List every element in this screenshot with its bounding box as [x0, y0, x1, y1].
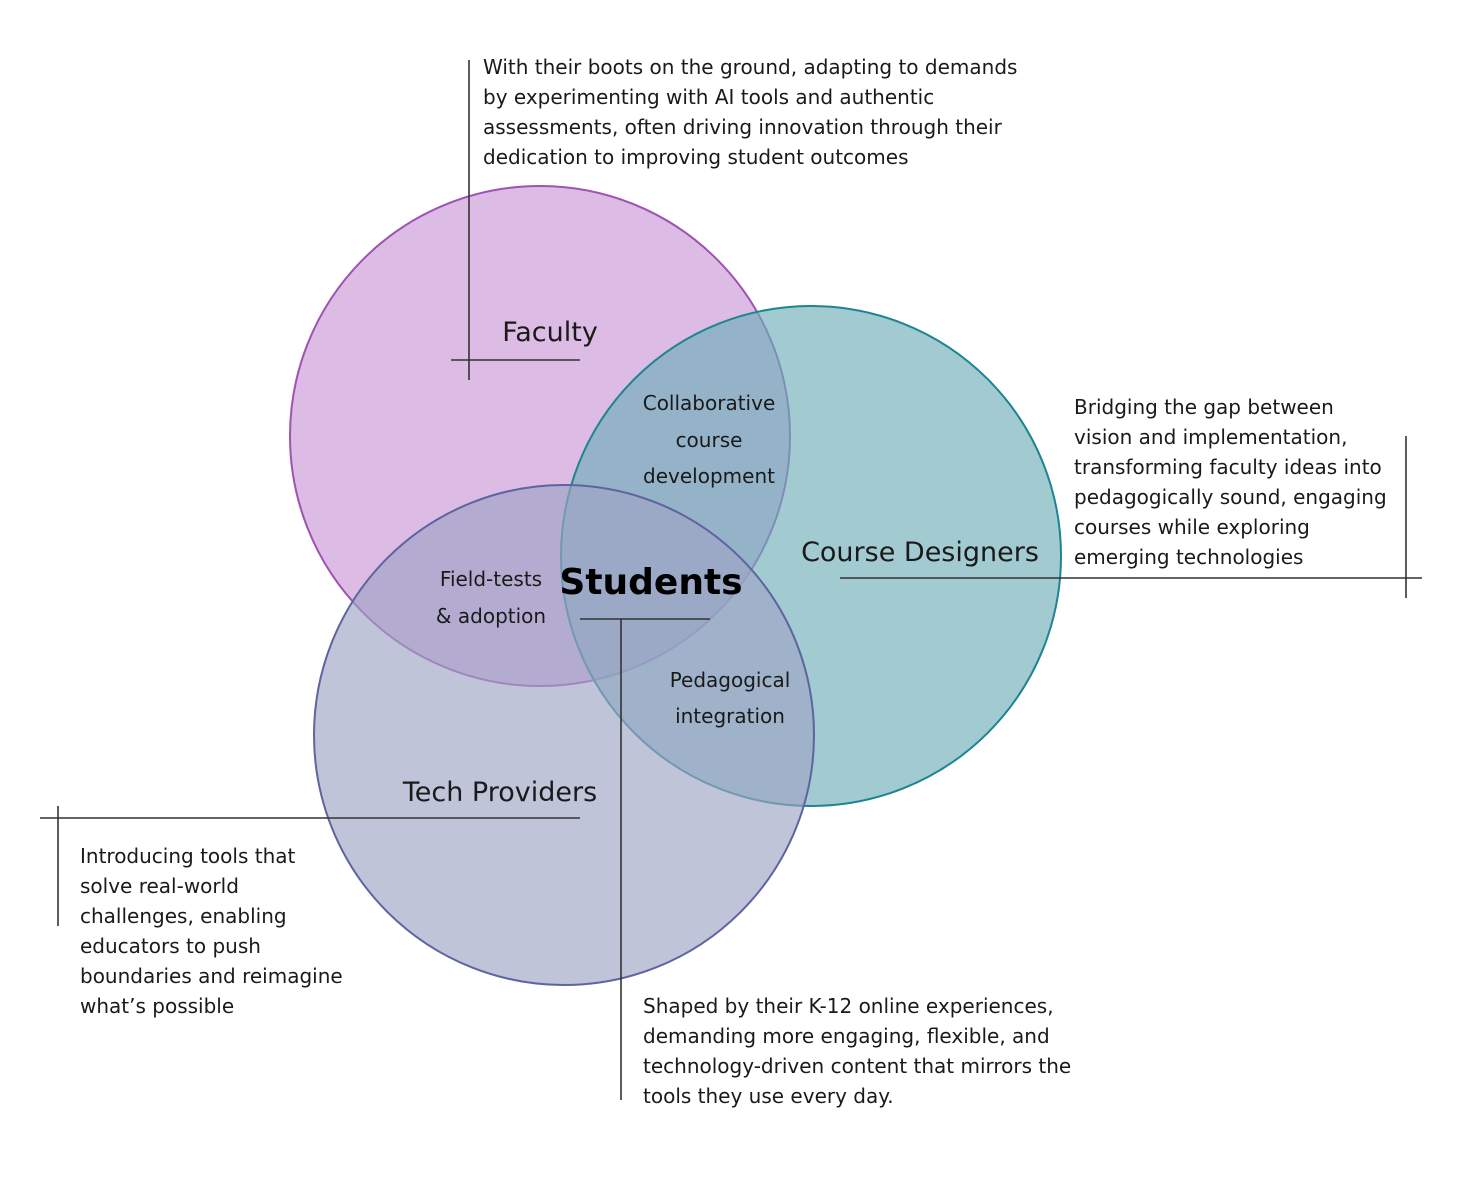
- tech-providers-description: Introducing tools that solve real-world …: [80, 841, 343, 1021]
- overlap-faculty-tech: Field-tests & adoption: [436, 567, 546, 628]
- faculty-description: With their boots on the ground, adapting…: [483, 52, 1017, 172]
- description-line: vision and implementation,: [1074, 425, 1348, 449]
- faculty-label: Faculty: [502, 317, 598, 348]
- description-line: With their boots on the ground, adapting…: [483, 55, 1018, 79]
- description-line: Shaped by their K-12 online experiences,: [643, 994, 1054, 1018]
- description-line: pedagogically sound, engaging: [1074, 485, 1387, 509]
- description-line: courses while exploring: [1074, 515, 1310, 539]
- description-line: what’s possible: [80, 994, 235, 1018]
- description-line: tools they use every day.: [643, 1084, 894, 1108]
- overlap-label-line: integration: [675, 704, 785, 728]
- tech-providers-circle: [313, 484, 815, 986]
- description-line: assessments, often driving innovation th…: [483, 115, 1002, 139]
- description-line: technology-driven content that mirrors t…: [643, 1054, 1072, 1078]
- description-line: emerging technologies: [1074, 545, 1304, 569]
- tech-providers-label: Tech Providers: [402, 777, 597, 808]
- overlap-label-line: course: [676, 428, 743, 452]
- description-line: demanding more engaging, flexible, and: [643, 1024, 1050, 1048]
- description-line: Bridging the gap between: [1074, 395, 1334, 419]
- course-designers-description: Bridging the gap between vision and impl…: [1074, 392, 1387, 572]
- description-line: educators to push: [80, 934, 261, 958]
- description-line: Introducing tools that: [80, 844, 296, 868]
- students-label: Students: [559, 562, 742, 603]
- overlap-label-line: Collaborative: [643, 391, 776, 415]
- description-line: transforming faculty ideas into: [1074, 455, 1382, 479]
- students-description: Shaped by their K-12 online experiences,…: [643, 991, 1071, 1111]
- overlap-label-line: & adoption: [436, 604, 546, 628]
- description-line: dedication to improving student outcomes: [483, 145, 909, 169]
- overlap-label-line: Field-tests: [440, 567, 542, 591]
- course-designers-label: Course Designers: [801, 537, 1039, 568]
- overlap-faculty-designers: Collaborative course development: [643, 391, 776, 488]
- overlap-label-line: development: [643, 464, 775, 488]
- overlap-label-line: Pedagogical: [670, 668, 791, 692]
- description-line: by experimenting with AI tools and authe…: [483, 85, 935, 109]
- leader-lines: [40, 60, 1422, 1100]
- description-line: challenges, enabling: [80, 904, 287, 928]
- description-line: solve real-world: [80, 874, 239, 898]
- description-line: boundaries and reimagine: [80, 964, 343, 988]
- overlap-designers-tech: Pedagogical integration: [670, 668, 791, 728]
